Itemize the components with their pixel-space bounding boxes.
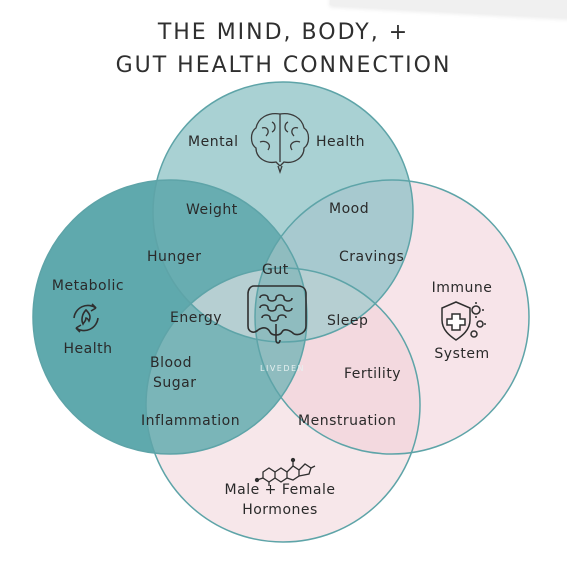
overlap-inflammation: Inflammation [141,413,241,429]
immune-system-label: System [434,346,490,362]
hormones-circle-outline [145,267,421,543]
title-line-2: GUT HEALTH CONNECTION [115,53,452,78]
metabolic-label: Metabolic [51,278,125,294]
overlap-weight: Weight [186,202,238,218]
overlap-hunger: Hunger [147,249,202,265]
molecule-icon [254,457,316,486]
hormones-label-2: Hormones [242,502,318,518]
mental-circle-outline [152,81,414,343]
overlap-cravings: Cravings [339,249,405,265]
title-line-1: THE MIND, BODY, + [157,20,410,45]
metabolic-health-label: Health [63,341,113,357]
overlap-sleep: Sleep [327,313,369,329]
shield-cross-icon [441,301,486,341]
overlap-fertility: Fertility [344,366,402,382]
overlap-blood: Blood [150,355,193,371]
brain-icon [250,112,310,175]
mental-label: Mental [188,134,239,150]
watermark: LIVEDEN [260,364,306,373]
metabolism-flame-icon [73,303,99,333]
overlap-energy: Energy [170,310,223,326]
intestine-icon [247,285,307,344]
immune-circle-outline [254,179,530,455]
overlap-menstruation: Menstruation [298,413,397,429]
center-overlap [255,180,307,454]
hormones-label-1: Male + Female [224,482,336,498]
immune-label: Immune [431,280,493,296]
health-label-top: Health [316,134,365,150]
overlap-sugar: Sugar [153,375,197,391]
overlap-mood: Mood [329,201,370,217]
metabolic-circle-outline [32,179,308,455]
center-gut-label: Gut [262,262,289,278]
